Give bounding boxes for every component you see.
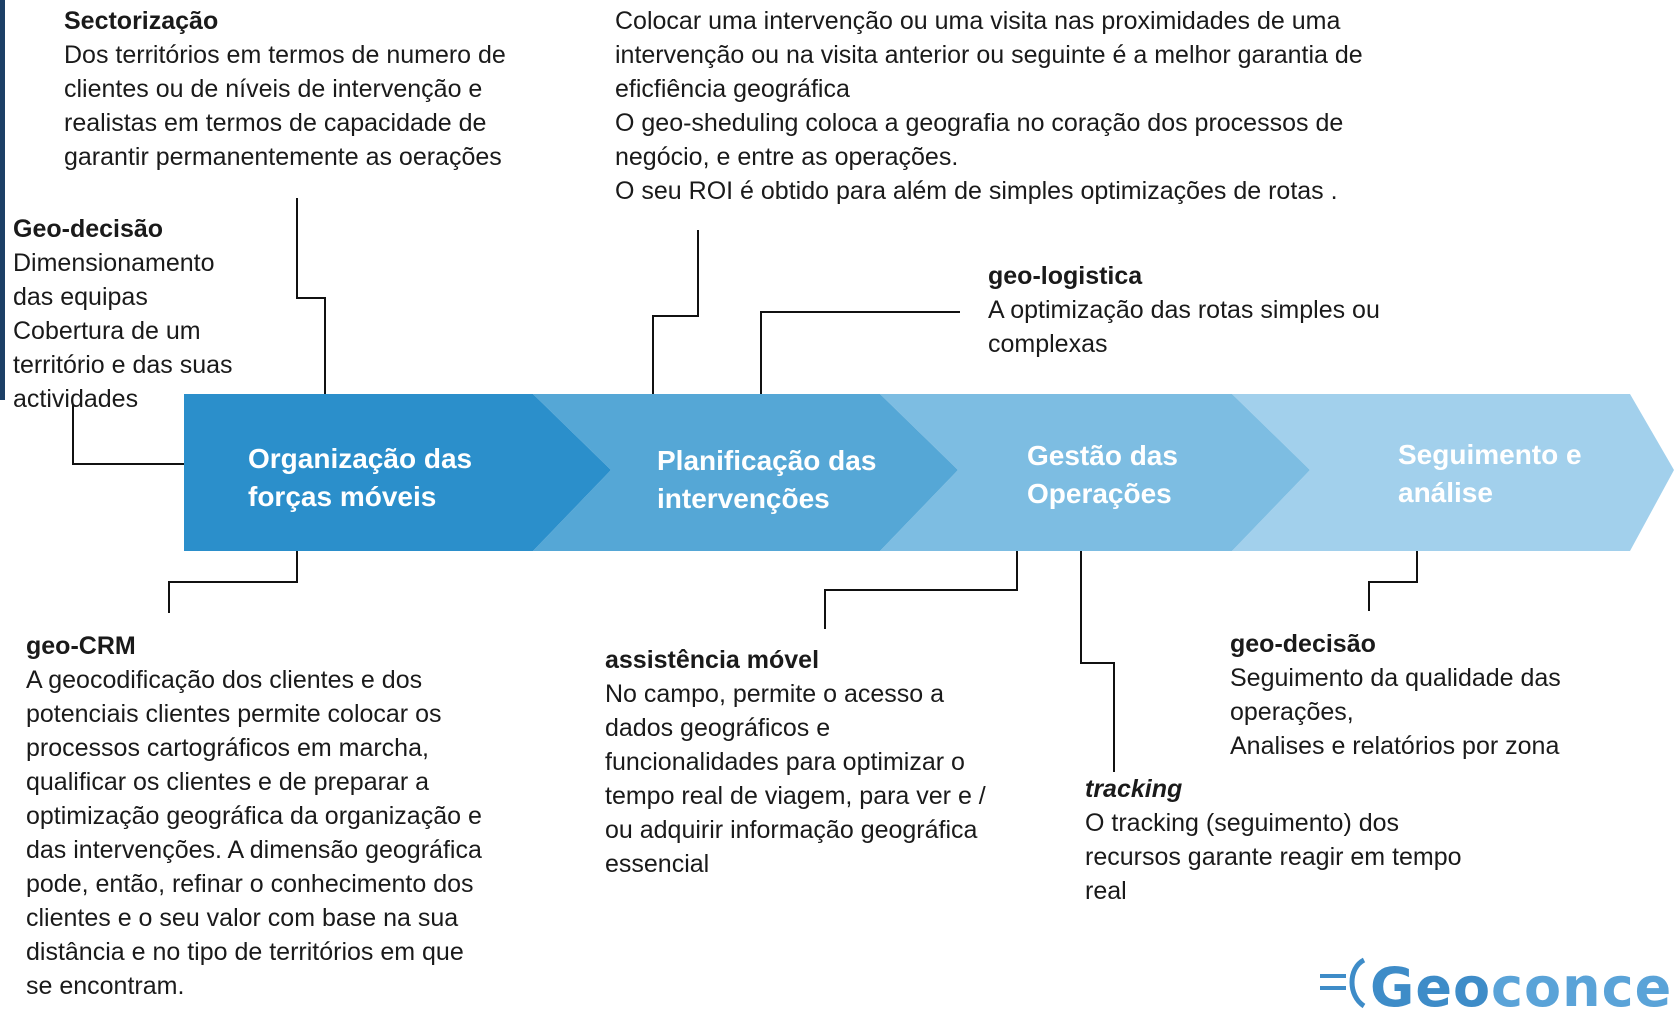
- connector-geo-decisao-top: [72, 405, 74, 465]
- connector-geo-crm: [168, 581, 298, 583]
- sectorizacao-line: garantir permanentemente as oerações: [64, 143, 502, 171]
- connector-geo-crm: [296, 551, 298, 583]
- stage-4-line2: análise: [1398, 477, 1493, 508]
- geo-decisao-top-block: Geo-decisão Dimensionamento das equipas …: [13, 212, 313, 416]
- sectorizacao-title: Sectorização: [64, 7, 219, 35]
- stage-4-line1: Seguimento e: [1398, 439, 1582, 470]
- connector-geo-logistica: [760, 311, 960, 313]
- sectorizacao-line: Dos territórios em termos de numero de: [64, 41, 506, 69]
- connector-geo-scheduling: [652, 315, 654, 394]
- assistencia-line: dados geográficos e: [605, 714, 831, 742]
- geo-crm-title: geo-CRM: [26, 632, 136, 660]
- left-edge-bar: [0, 0, 5, 400]
- geo-decisao-bottom-block: geo-decisão Seguimento da qualidade das …: [1230, 627, 1670, 763]
- connector-tracking: [1080, 662, 1115, 664]
- geo-crm-line: potenciais clientes permite colocar os: [26, 700, 442, 728]
- geoconcept-logo: Geoconcept: [1318, 954, 1674, 1014]
- logo-rest: concept: [1491, 956, 1674, 1014]
- geo-decisao-top-line: actividades: [13, 385, 139, 413]
- tracking-line: O tracking (seguimento) dos: [1085, 809, 1400, 837]
- assistencia-line: ou adquirir informação geográfica: [605, 816, 978, 844]
- geo-crm-line: das intervenções. A dimensão geográfica: [26, 836, 482, 864]
- geo-logistica-line: A optimização das rotas simples ou: [988, 296, 1380, 324]
- tracking-line: recursos garante reagir em tempo: [1085, 843, 1462, 871]
- geo-logistica-block: geo-logistica A optimização das rotas si…: [988, 259, 1528, 361]
- stage-3-line2: Operações: [1027, 478, 1172, 509]
- stage-2-line2: intervenções: [657, 483, 830, 514]
- geo-scheduling-line: O geo-sheduling coloca a geografia no co…: [615, 109, 1344, 137]
- geo-decisao-bottom-title: geo-decisão: [1230, 630, 1376, 658]
- assistencia-line: funcionalidades para optimizar o: [605, 748, 965, 776]
- geo-crm-line: pode, então, refinar o conhecimento dos: [26, 870, 474, 898]
- connector-geo-logistica: [760, 311, 762, 394]
- geo-decisao-top-line: Dimensionamento: [13, 249, 215, 277]
- stage-1-line1: Organização das: [248, 443, 473, 474]
- assistencia-line: essencial: [605, 850, 710, 878]
- geo-scheduling-line: Colocar uma intervenção ou uma visita na…: [615, 7, 1341, 35]
- stage-1-label: Organização das forças móveis: [248, 440, 472, 516]
- logo-prefix: Geo: [1370, 956, 1492, 1014]
- geo-scheduling-line: negócio, e entre as operações.: [615, 143, 959, 171]
- geo-scheduling-line: intervenção ou na visita anterior ou seg…: [615, 41, 1363, 69]
- assistencia-line: tempo real de viagem, para ver e /: [605, 782, 986, 810]
- connector-sectorizacao: [296, 297, 326, 299]
- connector-geo-scheduling: [697, 230, 699, 317]
- connector-assistencia: [1016, 551, 1018, 591]
- connector-sectorizacao: [324, 297, 326, 394]
- logo-wordmark: Geoconcept: [1370, 956, 1674, 1014]
- connector-geo-decisao-top: [72, 463, 184, 465]
- connector-geo-scheduling: [652, 315, 699, 317]
- geo-decisao-bottom-line: Analises e relatórios por zona: [1230, 732, 1560, 760]
- geo-scheduling-block: Colocar uma intervenção ou uma visita na…: [615, 4, 1495, 208]
- assistencia-block: assistência móvel No campo, permite o ac…: [605, 643, 1065, 881]
- connector-tracking: [1113, 662, 1115, 772]
- connector-geo-decisao-bottom: [1368, 581, 1418, 583]
- sectorizacao-block: Sectorização Dos territórios em termos d…: [64, 4, 584, 174]
- geo-crm-line: processos cartográficos em marcha,: [26, 734, 429, 762]
- geo-decisao-bottom-line: operações,: [1230, 698, 1354, 726]
- geo-crm-line: A geocodificação dos clientes e dos: [26, 666, 423, 694]
- connector-geo-crm: [168, 581, 170, 613]
- stage-3-label: Gestão das Operações: [1027, 437, 1178, 513]
- geo-crm-line: distância e no tipo de territórios em qu…: [26, 938, 464, 966]
- geo-crm-line: clientes e o seu valor com base na sua: [26, 904, 459, 932]
- geo-crm-block: geo-CRM A geocodificação dos clientes e …: [26, 629, 586, 1003]
- geo-scheduling-line: eficfiência geográfica: [615, 75, 850, 103]
- geo-scheduling-line: O seu ROI é obtido para além de simples …: [615, 177, 1338, 205]
- assistencia-title: assistência móvel: [605, 646, 820, 674]
- connector-geo-decisao-bottom: [1416, 551, 1418, 583]
- connector-sectorizacao: [296, 198, 298, 299]
- connector-tracking: [1080, 551, 1082, 664]
- geo-decisao-top-line: das equipas: [13, 283, 148, 311]
- sectorizacao-line: clientes ou de níveis de intervenção e: [64, 75, 483, 103]
- tracking-title: tracking: [1085, 775, 1183, 803]
- connector-assistencia: [824, 589, 1018, 591]
- geo-decisao-top-line: Cobertura de um: [13, 317, 201, 345]
- stage-4-label: Seguimento e análise: [1398, 436, 1582, 512]
- assistencia-line: No campo, permite o acesso a: [605, 680, 945, 708]
- logo-mark-icon: [1320, 957, 1366, 1009]
- geo-decisao-bottom-line: Seguimento da qualidade das: [1230, 664, 1561, 692]
- geo-logistica-title: geo-logistica: [988, 262, 1143, 290]
- stage-2-label: Planificação das intervenções: [657, 442, 876, 518]
- stage-3-line1: Gestão das: [1027, 440, 1178, 471]
- tracking-block: tracking O tracking (seguimento) dos rec…: [1085, 772, 1555, 908]
- geo-decisao-top-line: território e das suas: [13, 351, 233, 379]
- connector-assistencia: [824, 589, 826, 629]
- sectorizacao-line: realistas em termos de capacidade de: [64, 109, 487, 137]
- geo-logistica-line: complexas: [988, 330, 1108, 358]
- geo-crm-line: optimização geográfica da organização e: [26, 802, 482, 830]
- geo-crm-line: qualificar os clientes e de preparar a: [26, 768, 430, 796]
- geo-decisao-top-title: Geo-decisão: [13, 215, 164, 243]
- connector-geo-decisao-bottom: [1368, 581, 1370, 611]
- tracking-line: real: [1085, 877, 1127, 905]
- geo-crm-line: se encontram.: [26, 972, 185, 1000]
- stage-2-line1: Planificação das: [657, 445, 877, 476]
- stage-1-line2: forças móveis: [248, 481, 437, 512]
